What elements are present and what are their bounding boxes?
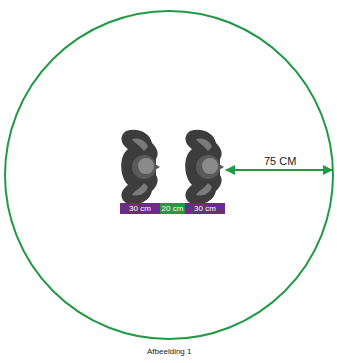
dimension-text: 30 cm (194, 205, 216, 213)
dimension-bar: 20 cm (160, 203, 186, 214)
space-circle (5, 11, 333, 339)
figure-caption: Afbeelding 1 (147, 348, 191, 356)
dimension-bar: 30 cm (185, 203, 225, 214)
dimension-text: 20 cm (162, 205, 184, 213)
person-figure (121, 130, 160, 205)
distance-label: 75 CM (264, 156, 296, 167)
dimension-bar: 30 cm (120, 203, 160, 214)
dimension-arrow (226, 169, 332, 171)
dimension-text: 30 cm (129, 205, 151, 213)
person-figure (185, 130, 224, 205)
